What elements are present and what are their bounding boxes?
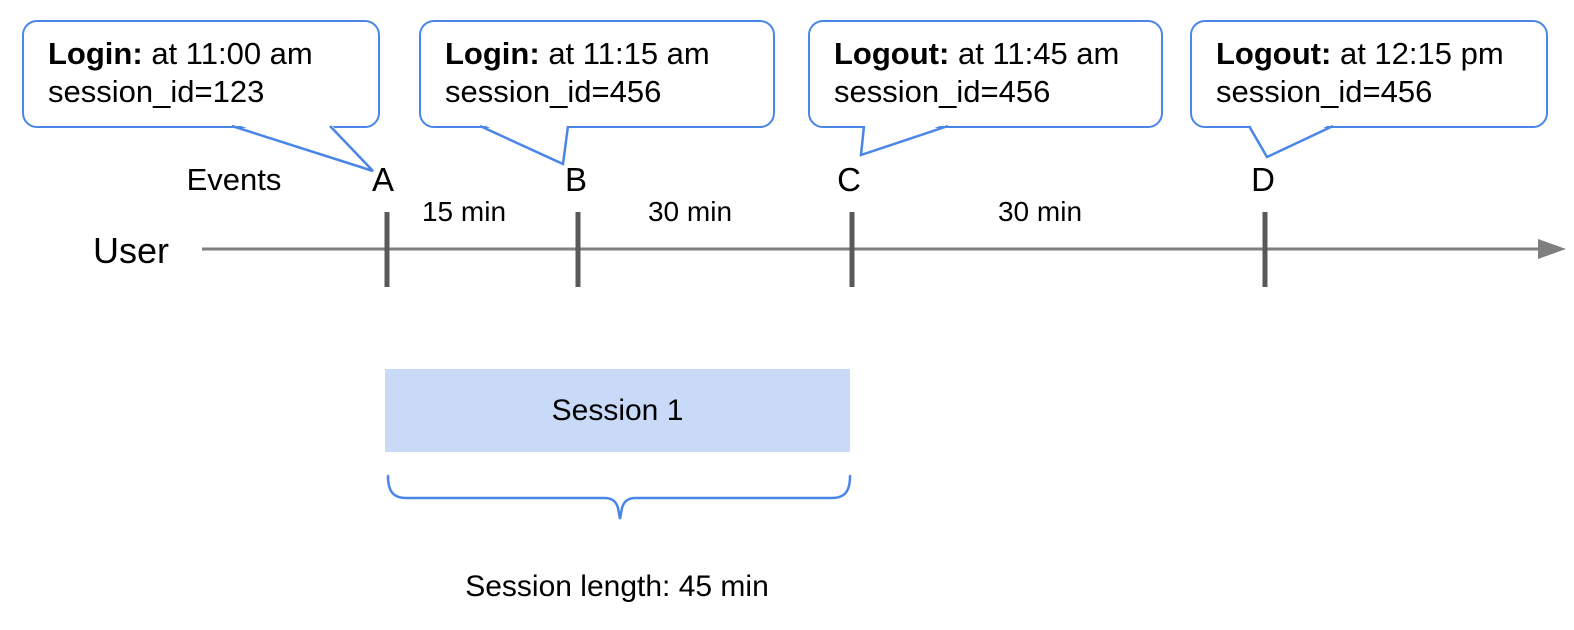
timeline-arrowhead-icon: [1538, 239, 1566, 259]
event-b-time: at 11:15 am: [548, 36, 710, 71]
event-c-time: at 11:45 am: [957, 36, 1120, 71]
event-letter-a: A: [371, 161, 395, 198]
interval-label-cd: 30 min: [997, 196, 1083, 227]
event-c-session: session_id=456: [834, 74, 1051, 109]
event-letter-b: B: [564, 161, 588, 198]
callout-tail-d-icon: [1247, 124, 1334, 159]
event-letter-d: D: [1251, 161, 1275, 198]
events-axis-label: Events: [186, 162, 282, 197]
tail-b-fill: [480, 123, 568, 164]
event-a-time: at 11:00 am: [151, 36, 313, 71]
event-c-type: Logout:: [834, 36, 950, 71]
tail-d-fill: [1249, 123, 1333, 157]
event-d-time: at 12:15 pm: [1339, 36, 1504, 71]
event-b-session: session_id=456: [445, 74, 662, 109]
session-1-box-label: Session 1: [551, 393, 684, 427]
interval-label-ab: 15 min: [421, 196, 507, 227]
callout-tail-a-icon: [231, 124, 374, 173]
event-letter-c: C: [837, 161, 861, 198]
event-a-session: session_id=123: [48, 74, 265, 109]
callout-tail-c-icon: [859, 124, 949, 157]
user-axis-label: User: [93, 230, 170, 271]
callout-event-c: Logout: at 11:45 am session_id=456: [808, 20, 1163, 128]
callout-event-b: Login: at 11:15 am session_id=456: [419, 20, 775, 128]
event-a-type: Login:: [48, 36, 143, 71]
event-d-type: Logout:: [1216, 36, 1332, 71]
session-1-box: Session 1: [385, 369, 850, 452]
session-length-label: Session length: 45 min: [465, 570, 769, 603]
interval-label-bc: 30 min: [647, 196, 733, 227]
callout-event-a: Login: at 11:00 am session_id=123: [22, 20, 380, 128]
event-b-type: Login:: [445, 36, 540, 71]
callout-event-d: Logout: at 12:15 pm session_id=456: [1190, 20, 1548, 128]
event-d-session: session_id=456: [1216, 74, 1433, 109]
session-length-brace-icon: [386, 474, 852, 520]
callout-tail-b-icon: [479, 124, 570, 166]
